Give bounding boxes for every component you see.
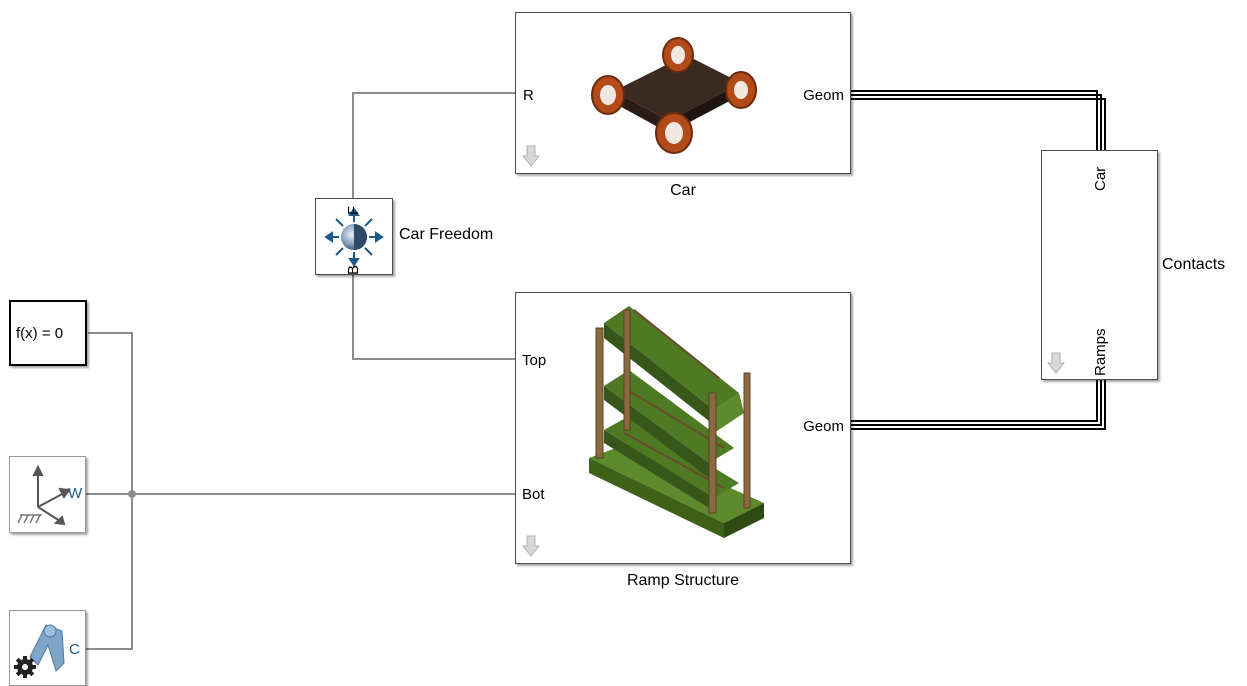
bushing-joint-icon: [324, 207, 384, 267]
branch-point: [128, 490, 136, 498]
ramp-port-geom: Geom: [803, 418, 844, 435]
ramp-port-bot: Bot: [522, 486, 545, 503]
car-port-r: R: [523, 87, 534, 104]
car-image: [591, 37, 757, 154]
line-freedom-to-ramp[interactable]: [352, 274, 515, 360]
ramp-port-top: Top: [522, 352, 547, 369]
line-car-geom-to-contacts[interactable]: [850, 90, 1106, 151]
freedom-port-b: B: [345, 264, 362, 275]
car-freedom-name: Car Freedom: [399, 226, 494, 243]
freedom-port-f: F: [345, 205, 362, 215]
mechanism-port-c: C: [69, 641, 80, 658]
car-block-name: Car: [670, 182, 696, 199]
solver-config-block[interactable]: f(x) = 0: [9, 300, 87, 366]
ramp-structure-block[interactable]: Top Bot Geom: [515, 292, 851, 564]
car-freedom-block[interactable]: F B: [315, 198, 393, 275]
contacts-port-ramps: Ramps: [1092, 328, 1109, 376]
car-block[interactable]: R Geom: [515, 12, 851, 174]
subsystem-arrow-icon[interactable]: [1047, 352, 1065, 374]
line-ramp-geom-to-contacts[interactable]: [850, 380, 1106, 430]
contacts-port-car: Car: [1092, 166, 1109, 191]
contacts-name: Contacts: [1162, 256, 1226, 273]
mechanism-gear-icon: [14, 624, 65, 678]
subsystem-arrow-icon[interactable]: [522, 145, 540, 167]
ramp-image: [589, 306, 764, 538]
world-port-w: W: [68, 485, 83, 502]
solver-label: f(x) = 0: [16, 325, 64, 342]
mechanism-config-block[interactable]: C: [9, 610, 86, 686]
line-solver[interactable]: [86, 332, 133, 650]
world-frame-block[interactable]: W: [9, 456, 86, 533]
subsystem-arrow-icon[interactable]: [522, 535, 540, 557]
ramp-structure-name: Ramp Structure: [626, 572, 740, 589]
contacts-block[interactable]: Car Ramps: [1041, 150, 1158, 380]
line-car-to-freedom[interactable]: [352, 92, 515, 198]
car-port-geom: Geom: [803, 87, 844, 104]
world-frame-icon: [17, 464, 71, 526]
